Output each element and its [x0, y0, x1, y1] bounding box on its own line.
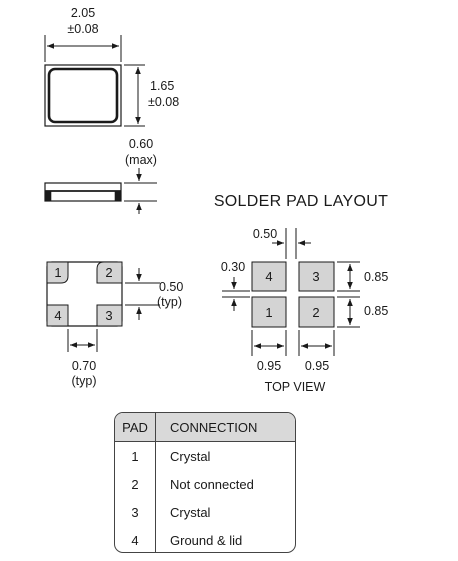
- solder-pad-label-2: 2: [312, 305, 319, 320]
- pad-height-value: 0.50: [159, 280, 183, 294]
- bottom-pad-label-2: 2: [105, 265, 112, 280]
- bottom-pad-4: [46, 304, 69, 327]
- pad-width-note: (typ): [72, 374, 97, 388]
- solder-layout-title: SOLDER PAD LAYOUT: [214, 193, 388, 210]
- solder-pad-w-left-value: 0.95: [257, 359, 281, 373]
- pad-height-dimension: [125, 268, 160, 320]
- table-cell-connection: Ground & lid: [170, 532, 243, 548]
- pad-width-dimension: [67, 329, 98, 352]
- top-height-value: 1.65: [150, 79, 174, 93]
- top-width-dimension: [44, 35, 122, 62]
- thickness-dimension: [124, 168, 157, 214]
- bottom-pad-1: [46, 261, 69, 284]
- table-row: 2 Not connected: [115, 470, 295, 498]
- solder-pad-label-1: 1: [265, 305, 272, 320]
- top-height-tolerance: ±0.08: [148, 95, 179, 109]
- solder-pad-h-bottom-value: 0.85: [364, 304, 388, 318]
- table-header-connection: CONNECTION: [155, 413, 295, 442]
- solder-pad-4: [251, 261, 287, 292]
- bottom-pad-label-1: 1: [54, 265, 61, 280]
- solder-pad-label-4: 4: [265, 269, 272, 284]
- solder-pad-1: [251, 296, 287, 328]
- solder-pad-h-top-value: 0.85: [364, 270, 388, 284]
- solder-pads: [251, 261, 335, 328]
- thickness-value: 0.60: [129, 137, 153, 151]
- solder-layout-caption: TOP VIEW: [265, 380, 326, 394]
- bottom-pad-3: [96, 304, 123, 327]
- solder-pad-w-right-value: 0.95: [305, 359, 329, 373]
- bottom-pad-label-3: 3: [105, 308, 112, 323]
- solder-pad-3: [298, 261, 335, 292]
- table-cell-pad: 1: [115, 441, 156, 470]
- pad-connection-table: PAD CONNECTION 1 Crystal 2 Not connected…: [114, 412, 296, 553]
- table-cell-connection: Not connected: [170, 476, 254, 492]
- table-header-pad: PAD: [115, 413, 156, 442]
- table-cell-pad: 4: [115, 526, 156, 552]
- solder-pad-label-3: 3: [312, 269, 319, 284]
- package-bottom-view: [46, 261, 123, 327]
- table-cell-pad: 3: [115, 498, 156, 526]
- table-cell-connection: Crystal: [170, 504, 211, 520]
- bottom-pad-label-4: 4: [54, 308, 61, 323]
- table-row: 4 Ground & lid: [115, 526, 295, 552]
- table-row: 1 Crystal: [115, 441, 295, 470]
- top-width-value: 2.05: [71, 6, 95, 20]
- top-height-dimension: [124, 64, 145, 127]
- solder-gap-h-value: 0.50: [253, 227, 277, 241]
- pad-width-value: 0.70: [72, 359, 96, 373]
- table-cell-connection: Crystal: [170, 448, 211, 464]
- pad-height-note: (typ): [157, 295, 182, 309]
- solder-pad-width-dimension: [251, 330, 335, 356]
- table-row: 3 Crystal: [115, 498, 295, 526]
- package-side-view: [44, 182, 122, 202]
- bottom-pad-2: [96, 261, 123, 284]
- solder-gap-h-dimension: [272, 228, 311, 259]
- top-width-tolerance: ±0.08: [67, 22, 98, 36]
- table-header-row: PAD CONNECTION: [115, 413, 295, 442]
- package-top-outline: [44, 64, 122, 127]
- solder-pad-height-dimension: [337, 261, 360, 328]
- thickness-note: (max): [125, 153, 157, 167]
- solder-gap-v-dimension: [222, 277, 250, 311]
- table-cell-pad: 2: [115, 470, 156, 498]
- solder-gap-v-value: 0.30: [221, 260, 245, 274]
- solder-pad-2: [298, 296, 335, 328]
